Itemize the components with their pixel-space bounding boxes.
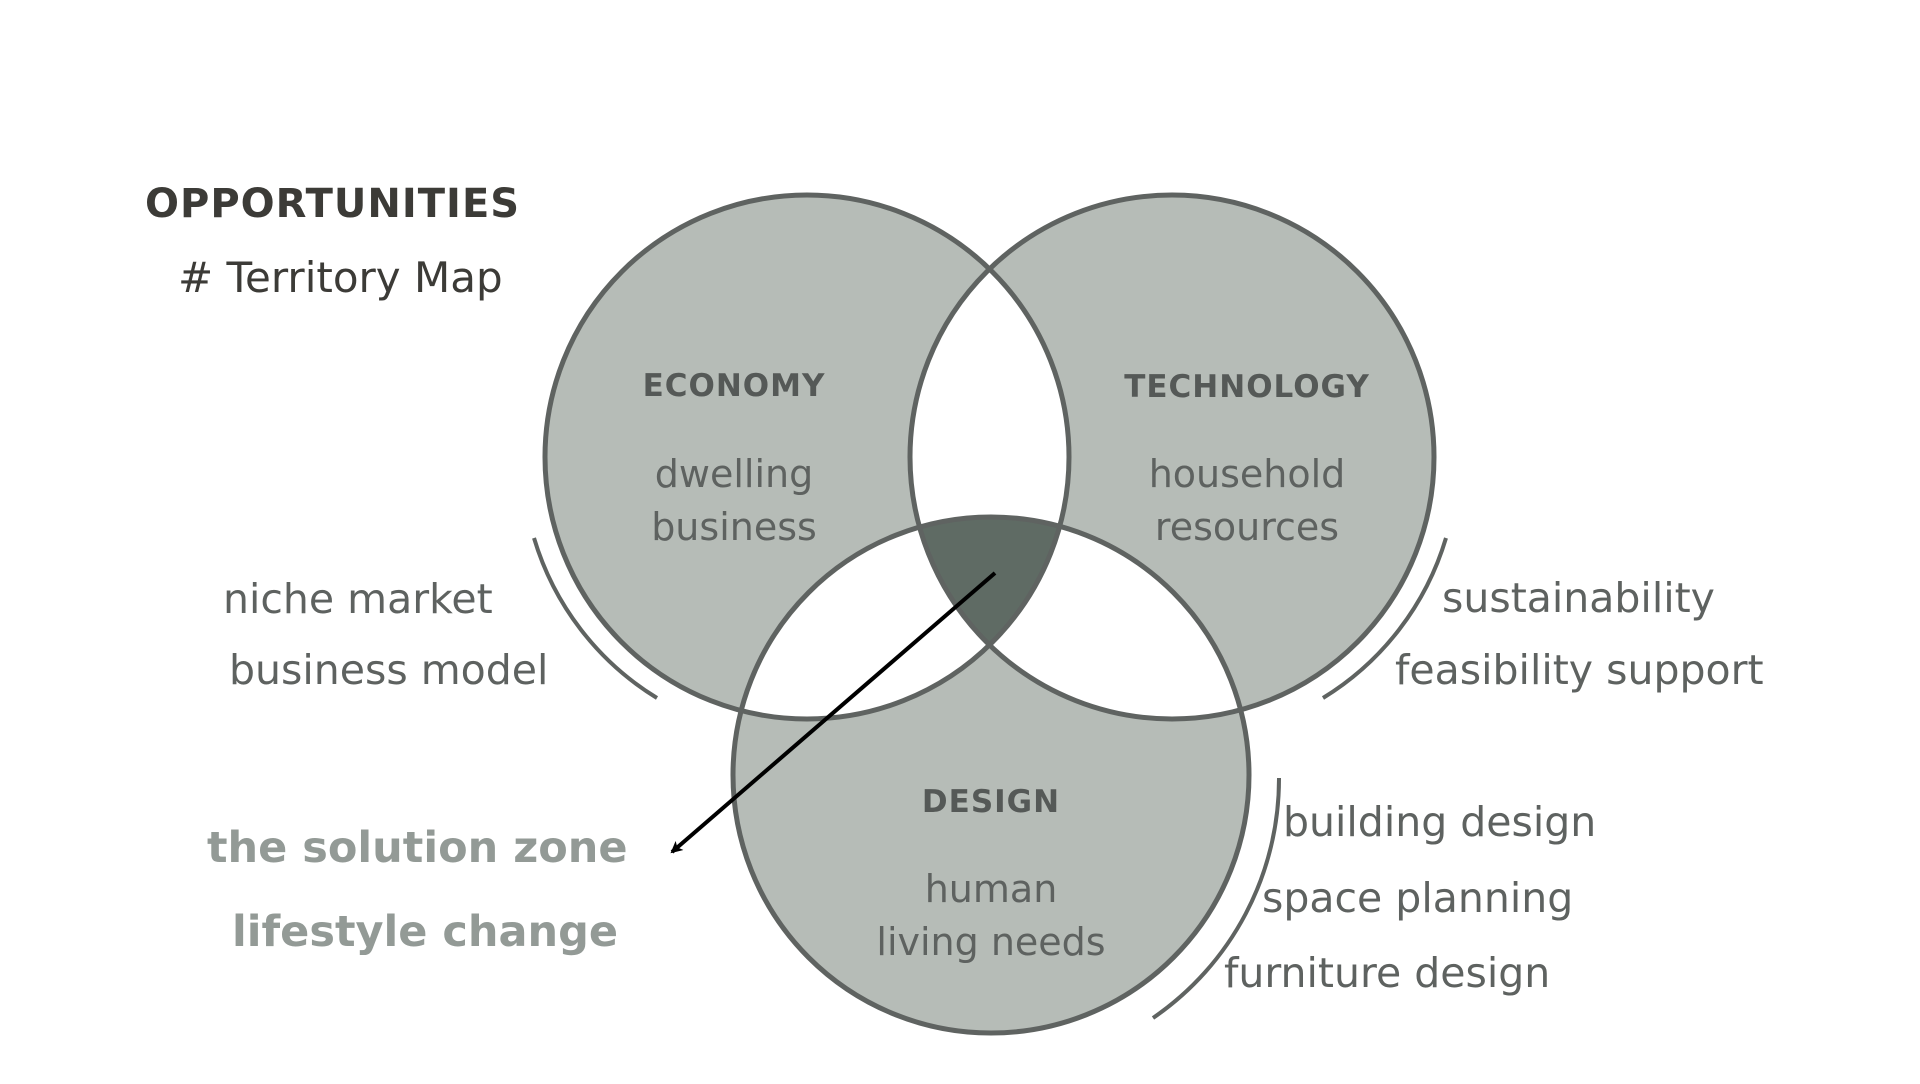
economy-side-label-1: niche market [223, 575, 493, 623]
technology-side-label-1: sustainability [1442, 574, 1715, 622]
economy-line-1: dwelling [655, 452, 813, 496]
page-subtitle: # Territory Map [178, 253, 503, 302]
economy-line-2: business [651, 505, 817, 549]
design-accent-arc [1151, 777, 1282, 1020]
economy-accent-arc [532, 537, 659, 700]
technology-line-2: resources [1155, 505, 1339, 549]
technology-line-1: household [1149, 452, 1346, 496]
solution-label-2: lifestyle change [232, 907, 618, 957]
accent-arcs [532, 537, 1448, 1020]
technology-label: TECHNOLOGY [1124, 369, 1370, 405]
design-side-label-3: furniture design [1224, 949, 1550, 997]
economy-label: ECONOMY [643, 368, 826, 404]
design-side-label-1: building design [1283, 798, 1596, 846]
design-label: DESIGN [922, 784, 1060, 820]
page-title: OPPORTUNITIES [145, 181, 520, 227]
design-line-2: living needs [876, 920, 1105, 964]
design-side-label-2: space planning [1262, 874, 1573, 922]
technology-accent-arc [1321, 537, 1448, 700]
technology-side-label-2: feasibility support [1395, 646, 1764, 694]
circle-outlines [542, 192, 1437, 1036]
solution-arrow [670, 571, 997, 854]
solution-label-1: the solution zone [207, 823, 628, 873]
economy-side-label-2: business model [229, 646, 548, 694]
design-line-1: human [925, 867, 1058, 911]
